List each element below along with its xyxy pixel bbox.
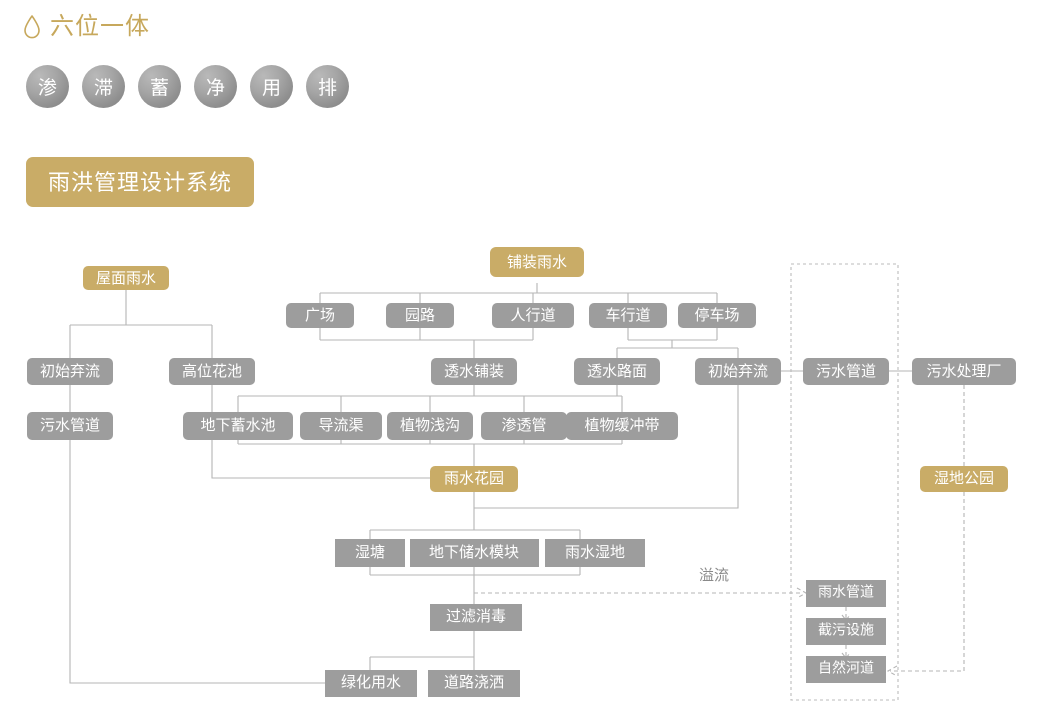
node-label: 绿化用水 bbox=[341, 674, 401, 691]
node-rain-wetland[interactable]: 雨水湿地 bbox=[545, 539, 645, 567]
node-label: 高位花池 bbox=[182, 363, 242, 380]
node-filter-disinfect[interactable]: 过滤消毒 bbox=[430, 604, 522, 631]
node-label: 雨水湿地 bbox=[565, 544, 625, 561]
node-diversion-channel[interactable]: 导流渠 bbox=[300, 412, 382, 440]
node-rain-garden[interactable]: 雨水花园 bbox=[430, 466, 518, 492]
node-label: 植物缓冲带 bbox=[584, 417, 659, 434]
node-road-sprinkling[interactable]: 道路浇洒 bbox=[428, 670, 520, 697]
node-label: 广场 bbox=[305, 307, 335, 324]
node-label: 透水铺装 bbox=[444, 363, 504, 380]
node-sewage-plant[interactable]: 污水处理厂 bbox=[912, 358, 1016, 385]
pillar-use[interactable]: 用 bbox=[250, 65, 293, 108]
node-label: 渗透管 bbox=[501, 417, 546, 434]
dashed-region-sewage bbox=[790, 263, 899, 701]
node-permeable-road[interactable]: 透水路面 bbox=[574, 358, 660, 385]
node-underground-cistern[interactable]: 地下蓄水池 bbox=[183, 412, 293, 440]
node-permeable-paving[interactable]: 透水铺装 bbox=[431, 358, 517, 385]
node-label: 道路浇洒 bbox=[444, 674, 504, 691]
node-label: 屋面雨水 bbox=[96, 270, 156, 287]
node-sewage-pipe-right[interactable]: 污水管道 bbox=[803, 358, 889, 385]
node-label: 地下蓄水池 bbox=[200, 417, 275, 434]
node-wetland-park[interactable]: 湿地公园 bbox=[920, 466, 1008, 492]
pillar-purify[interactable]: 净 bbox=[194, 65, 237, 108]
node-label: 停车场 bbox=[694, 307, 739, 324]
node-label: 铺装雨水 bbox=[507, 254, 567, 271]
pillar-infiltrate[interactable]: 渗 bbox=[26, 65, 69, 108]
diagram-nodes: 屋面雨水 铺装雨水 广场 园路 人行道 车行道 停车场 bbox=[27, 247, 1016, 697]
header-area: 六位一体 渗 滞 蓄 净 用 排 雨洪管理设计系统 bbox=[0, 0, 1044, 210]
node-vegetated-swale[interactable]: 植物浅沟 bbox=[387, 412, 473, 440]
node-label: 污水管道 bbox=[816, 363, 876, 380]
node-label: 截污设施 bbox=[818, 622, 874, 638]
node-label: 地下储水模块 bbox=[429, 544, 519, 561]
node-label: 雨水管道 bbox=[818, 584, 874, 600]
node-vegetated-buffer[interactable]: 植物缓冲带 bbox=[566, 412, 678, 440]
node-roof-rain[interactable]: 屋面雨水 bbox=[83, 266, 169, 290]
overflow-annotation: 溢流 bbox=[699, 567, 729, 584]
node-stormwater-pipe[interactable]: 雨水管道 bbox=[806, 580, 886, 607]
node-label: 园路 bbox=[405, 307, 435, 324]
node-parking-lot[interactable]: 停车场 bbox=[678, 303, 756, 328]
node-infiltration-pipe[interactable]: 渗透管 bbox=[481, 412, 567, 440]
pillar-row: 渗 滞 蓄 净 用 排 bbox=[26, 65, 349, 108]
node-label: 初始弃流 bbox=[708, 363, 768, 380]
pillar-store[interactable]: 蓄 bbox=[138, 65, 181, 108]
node-label: 人行道 bbox=[510, 307, 555, 324]
node-underground-storage-module[interactable]: 地下储水模块 bbox=[410, 539, 539, 567]
node-label: 污水管道 bbox=[40, 417, 100, 434]
node-label: 车行道 bbox=[605, 307, 650, 324]
node-paving-rain[interactable]: 铺装雨水 bbox=[490, 247, 584, 277]
node-label: 自然河道 bbox=[818, 660, 874, 676]
node-plaza[interactable]: 广场 bbox=[286, 303, 354, 328]
brand-title: 六位一体 bbox=[50, 13, 150, 40]
node-pollution-interception[interactable]: 截污设施 bbox=[806, 618, 886, 645]
node-greening-water[interactable]: 绿化用水 bbox=[325, 670, 417, 697]
node-label: 雨水花园 bbox=[444, 470, 504, 487]
node-label: 导流渠 bbox=[318, 417, 363, 434]
node-wet-pond[interactable]: 湿塘 bbox=[335, 539, 405, 567]
node-sidewalk[interactable]: 人行道 bbox=[492, 303, 574, 328]
node-label: 过滤消毒 bbox=[446, 608, 506, 625]
water-drop-icon bbox=[24, 15, 40, 39]
node-sewage-pipe-left[interactable]: 污水管道 bbox=[27, 412, 113, 440]
node-high-flower-bed[interactable]: 高位花池 bbox=[169, 358, 255, 385]
node-initial-discard-right[interactable]: 初始弃流 bbox=[695, 358, 781, 385]
node-label: 透水路面 bbox=[587, 363, 647, 380]
node-natural-river[interactable]: 自然河道 bbox=[806, 656, 886, 683]
brand-row: 六位一体 bbox=[22, 14, 150, 40]
node-initial-discard-left[interactable]: 初始弃流 bbox=[27, 358, 113, 385]
connector-lines bbox=[69, 263, 965, 701]
pillar-detain[interactable]: 滞 bbox=[82, 65, 125, 108]
node-label: 湿地公园 bbox=[934, 470, 994, 487]
system-title-banner: 雨洪管理设计系统 bbox=[26, 157, 255, 207]
node-label: 污水处理厂 bbox=[926, 363, 1001, 380]
node-label: 初始弃流 bbox=[40, 363, 100, 380]
node-garden-road[interactable]: 园路 bbox=[386, 303, 454, 328]
node-label: 湿塘 bbox=[355, 544, 385, 561]
node-driveway[interactable]: 车行道 bbox=[589, 303, 667, 328]
node-label: 植物浅沟 bbox=[400, 417, 460, 434]
pillar-drain[interactable]: 排 bbox=[306, 65, 349, 108]
